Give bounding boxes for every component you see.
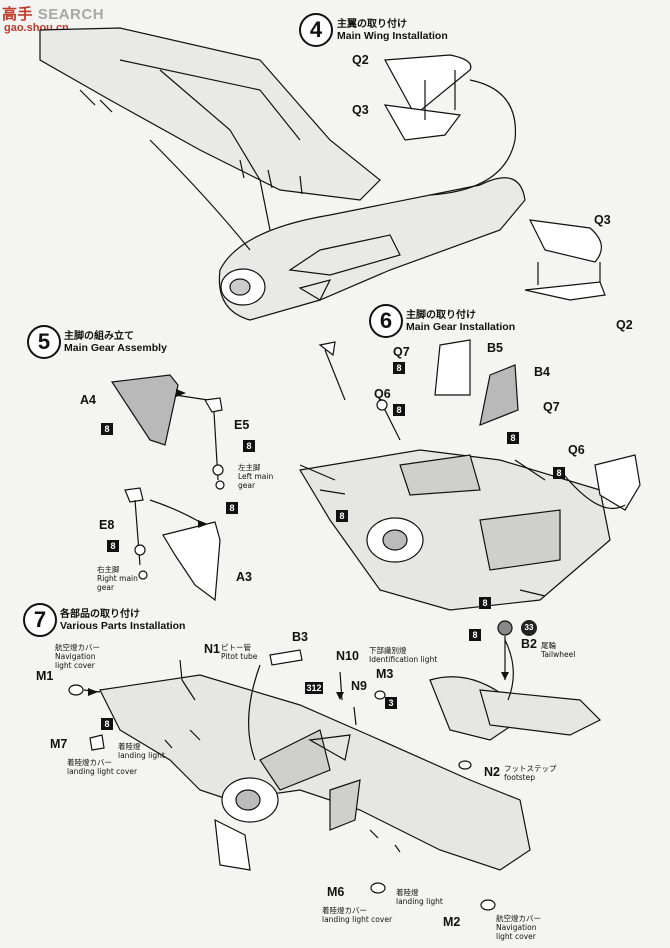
part-label-b2: B2 <box>521 637 537 651</box>
part-label-m3: M3 <box>376 667 394 681</box>
step-7-title-jp: 各部品の取り付け <box>60 609 140 620</box>
step-5-number: 5 <box>27 325 61 359</box>
paint-badge: 8 <box>101 423 113 435</box>
part-label-q6-right: Q6 <box>568 443 585 457</box>
part-label-q2: Q2 <box>352 53 369 67</box>
paint-badge: 8 <box>243 440 255 452</box>
step-4-number: 4 <box>299 13 333 47</box>
part-label-n1: N1 <box>204 642 220 656</box>
part-label-q2-right: Q2 <box>616 318 633 332</box>
paint-badge: 8 <box>507 432 519 444</box>
paint-badge: 8 <box>479 597 491 609</box>
paint-badge: 312 <box>305 682 323 694</box>
paint-badge: 8 <box>101 718 113 730</box>
part-label-n2: N2 <box>484 765 500 779</box>
paint-badge: 3 <box>385 697 397 709</box>
part-label-q7: Q7 <box>393 345 410 359</box>
step-7-title-en: Various Parts Installation <box>60 620 186 632</box>
part-label-q3-right: Q3 <box>594 213 611 227</box>
step-4-title-jp: 主翼の取り付け <box>337 19 407 30</box>
part-label-m7: M7 <box>50 737 68 751</box>
paint-badge: 8 <box>336 510 348 522</box>
step-6-title-jp: 主脚の取り付け <box>406 310 476 321</box>
part-label-m1: M1 <box>36 669 54 683</box>
part-label-b5: B5 <box>487 341 503 355</box>
paint-badge: 8 <box>226 502 238 514</box>
part-label-a4: A4 <box>80 393 96 407</box>
part-label-m2: M2 <box>443 915 461 929</box>
part-label-a3: A3 <box>236 570 252 584</box>
paint-badge: 8 <box>553 467 565 479</box>
step-5-title-jp: 主脚の組み立て <box>64 331 134 342</box>
watermark-logo: 高手 SEARCH <box>2 6 105 23</box>
part-label-b3: B3 <box>292 630 308 644</box>
part-label-e8: E8 <box>99 518 115 532</box>
paint-badge: 8 <box>107 540 119 552</box>
step-4-title-en: Main Wing Installation <box>337 30 448 42</box>
paint-badge: 8 <box>393 362 405 374</box>
step-6-number: 6 <box>369 304 403 338</box>
paint-badge: 8 <box>469 629 481 641</box>
part-label-q3: Q3 <box>352 103 369 117</box>
part-label-q6: Q6 <box>374 387 391 401</box>
part-label-e5: E5 <box>234 418 250 432</box>
part-label-b4: B4 <box>534 365 550 379</box>
part-label-n10: N10 <box>336 649 359 663</box>
step-7-number: 7 <box>23 603 57 637</box>
step-6-title-en: Main Gear Installation <box>406 321 516 333</box>
part-label-n9: N9 <box>351 679 367 693</box>
step-5-title-en: Main Gear Assembly <box>64 342 167 354</box>
part-label-q7-right: Q7 <box>543 400 560 414</box>
paint-badge: 33 <box>521 620 537 636</box>
paint-badge: 8 <box>393 404 405 416</box>
part-label-m6: M6 <box>327 885 345 899</box>
